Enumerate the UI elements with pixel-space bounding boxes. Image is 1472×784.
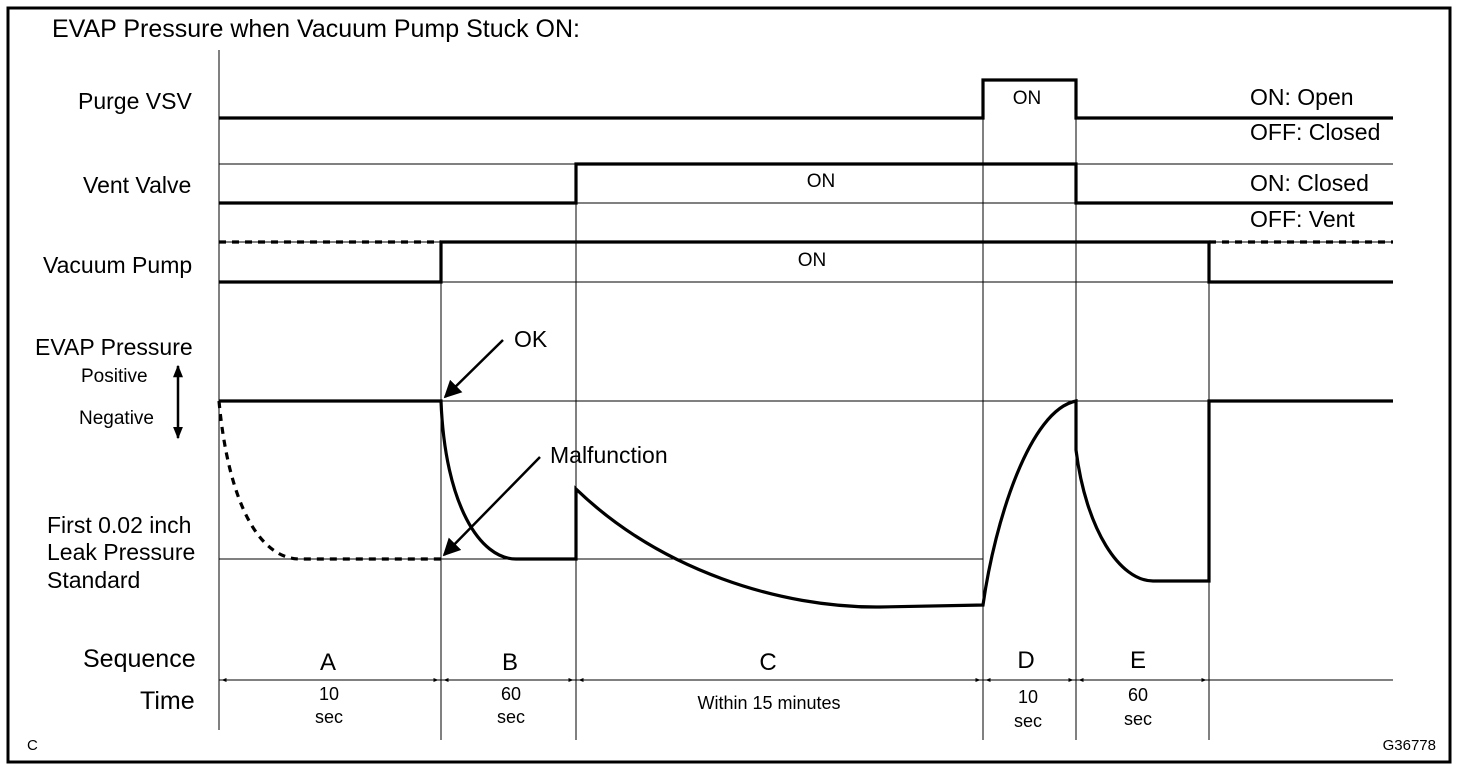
phase-c-time: Within 15 minutes — [697, 693, 840, 713]
phase-b-time: 60 — [501, 684, 521, 704]
phase-letter-d: D — [1017, 647, 1034, 674]
phase-letter-a: A — [320, 649, 336, 676]
footer-left-code: C — [27, 737, 38, 754]
time-label: Time — [140, 687, 195, 715]
purge-vsv-on-text: ON — [1013, 88, 1042, 109]
evap-pressure-curve — [219, 399, 1393, 609]
vent-valve-signal — [219, 162, 1393, 205]
vacuum-pump-label: Vacuum Pump — [43, 252, 192, 278]
negative-label: Negative — [79, 408, 154, 429]
purge-vsv-signal — [219, 78, 1393, 120]
diagram-frame — [6, 6, 1452, 764]
purge-vsv-legend-off: OFF: Closed — [1250, 119, 1380, 145]
diagram-title: EVAP Pressure when Vacuum Pump Stuck ON: — [52, 15, 580, 43]
phase-e-time-unit: sec — [1124, 709, 1152, 729]
phase-d-time-unit: sec — [1014, 711, 1042, 731]
phase-a-time: 10 — [319, 684, 339, 704]
standard-label-line1: First 0.02 inch — [47, 512, 191, 538]
vent-valve-legend-off: OFF: Vent — [1250, 206, 1355, 232]
phase-a-time-unit: sec — [315, 707, 343, 727]
phase-letter-b: B — [502, 649, 518, 676]
phase-d-time: 10 — [1018, 687, 1038, 707]
phase-b-time-unit: sec — [497, 707, 525, 727]
malfunction-curve — [217, 400, 441, 561]
vacuum-pump-signal — [219, 240, 1393, 284]
ok-label: OK — [514, 326, 548, 352]
sequence-label: Sequence — [83, 645, 196, 673]
ok-arrow — [443, 339, 504, 399]
vent-valve-label: Vent Valve — [83, 172, 191, 198]
evap-pressure-label: EVAP Pressure — [35, 334, 193, 360]
phase-letter-e: E — [1130, 647, 1146, 674]
vent-valve-on-text: ON — [807, 171, 836, 192]
footer-right-code: G36778 — [1383, 737, 1436, 754]
vent-valve-legend-on: ON: Closed — [1250, 170, 1369, 196]
purge-vsv-label: Purge VSV — [78, 88, 192, 114]
vacuum-pump-on-text: ON — [798, 250, 827, 271]
malfunction-arrow — [442, 456, 541, 557]
malfunction-label: Malfunction — [550, 442, 668, 468]
phase-letter-c: C — [759, 649, 776, 676]
positive-label: Positive — [81, 366, 148, 387]
standard-label-line2: Leak Pressure — [47, 539, 195, 565]
phase-e-time: 60 — [1128, 685, 1148, 705]
purge-vsv-legend-on: ON: Open — [1250, 84, 1354, 110]
standard-label-line3: Standard — [47, 567, 140, 593]
